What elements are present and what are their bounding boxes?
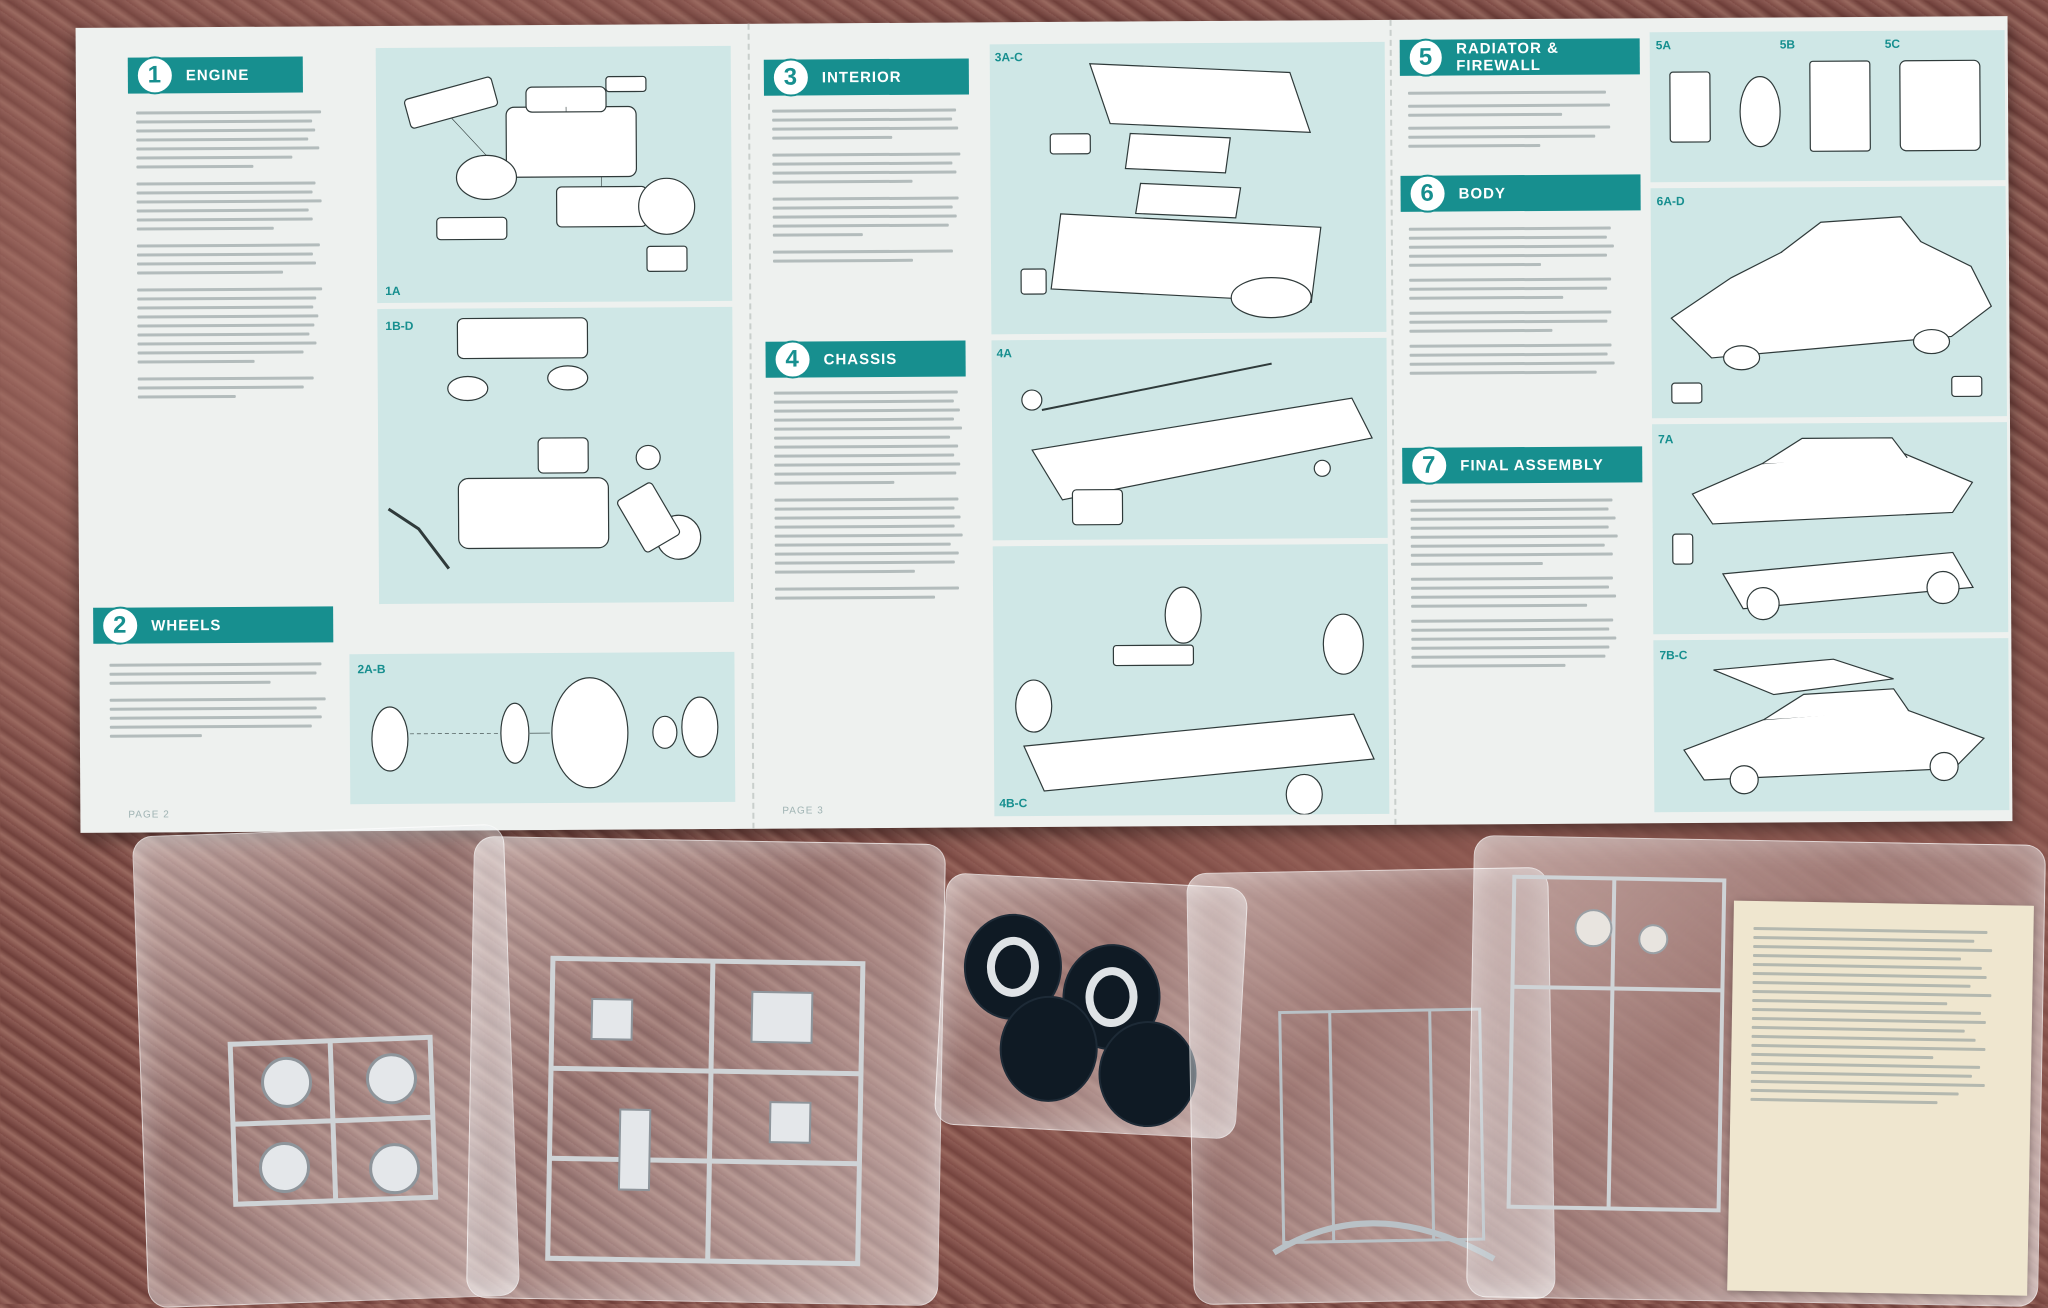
step-title: RADIATOR & FIREWALL: [1456, 39, 1640, 74]
engine-diagram-1a: 1A: [376, 46, 733, 303]
instruction-page-2: 1 ENGINE: [76, 24, 751, 833]
engine-exploded-drawing: [376, 46, 733, 303]
page-number: PAGE 2: [128, 809, 169, 820]
diagram-label: 4A: [997, 346, 1012, 360]
step-title: CHASSIS: [824, 350, 898, 367]
diagram-label: 4B-C: [999, 796, 1027, 810]
step-header-wheels: 2 WHEELS: [93, 606, 333, 643]
diagram-label: 7A: [1658, 432, 1673, 446]
final-assembly-instructions: [1410, 492, 1631, 673]
engine-assembly-drawing: [377, 307, 734, 604]
diagram-label: 2A-B: [357, 662, 385, 676]
page-number: PAGE 3: [782, 805, 823, 816]
final-diagram-7b-c: 7B-C: [1653, 638, 2009, 812]
warning-label-paper: [1727, 901, 2034, 1296]
step-header-final-assembly: 7 FINAL ASSEMBLY: [1402, 446, 1642, 483]
car-body-drawing: [1651, 186, 2007, 418]
step-title: BODY: [1459, 185, 1506, 202]
step-header-radiator-firewall: 5 RADIATOR & FIREWALL: [1400, 38, 1640, 75]
wheels-diagram-2a-b: 2A-B: [349, 652, 735, 804]
diagram-label: 1A: [385, 284, 400, 298]
step-title: ENGINE: [186, 66, 250, 83]
step-number: 6: [1408, 175, 1446, 213]
step-number: 4: [773, 340, 811, 378]
instruction-page-3: 3 INTERIOR 4 CHASSIS: [748, 20, 1395, 829]
wheels-instructions: [109, 656, 340, 743]
interior-exploded-drawing: [990, 42, 1387, 334]
step-number: 2: [101, 607, 139, 645]
warning-bag: [1466, 835, 2046, 1307]
radiator-firewall-drawing: [1650, 30, 2006, 182]
final-diagram-7a: 7A: [1652, 422, 2008, 634]
step-header-engine: 1 ENGINE: [128, 57, 303, 94]
chassis-frame-drawing: [991, 338, 1387, 540]
step-title: WHEELS: [151, 617, 221, 634]
instruction-page-4: 5 RADIATOR & FIREWALL 6 BODY 7 FINAL ASS…: [1390, 16, 2015, 825]
diagram-label: 5B: [1780, 37, 1795, 51]
step-number: 3: [772, 58, 810, 96]
chassis-diagram-4b-c: 4B-C: [993, 544, 1390, 816]
diagram-label: 3A-C: [995, 50, 1023, 64]
diagram-label: 6A-D: [1657, 194, 1685, 208]
interior-instructions: [772, 102, 973, 268]
step-header-body: 6 BODY: [1400, 174, 1640, 211]
instruction-sheet: 1 ENGINE: [76, 16, 2013, 833]
step-header-interior: 3 INTERIOR: [764, 58, 969, 95]
final-car-hood-drawing: [1653, 638, 2009, 812]
chassis-diagram-4a: 4A: [991, 338, 1387, 540]
diagram-label: 5A: [1656, 38, 1671, 52]
step-number: 7: [1410, 447, 1448, 485]
body-instructions: [1409, 220, 1630, 380]
step-title: INTERIOR: [822, 68, 902, 85]
step-number: 1: [136, 56, 174, 94]
interior-diagram-3a-c: 3A-C: [990, 42, 1387, 334]
radiator-instructions: [1408, 84, 1628, 153]
chrome-parts-sprue: [467, 837, 945, 1305]
diagram-label: 5C: [1885, 37, 1900, 51]
engine-instructions: [136, 104, 333, 404]
chrome-sprue-bag: [466, 836, 946, 1306]
engine-diagram-1b-d: 1B-D: [377, 307, 734, 604]
diagram-label: 1B-D: [385, 319, 413, 333]
wheel-exploded-drawing: [349, 652, 735, 804]
final-car-drawing: [1652, 422, 2008, 634]
chassis-wheels-drawing: [993, 544, 1390, 816]
diagram-label: 7B-C: [1659, 648, 1687, 662]
chrome-wheel-sprue: [133, 825, 519, 1308]
radiator-diagram-5a-c: 5A 5B 5C: [1650, 30, 2006, 182]
step-title: FINAL ASSEMBLY: [1460, 456, 1604, 474]
step-header-chassis: 4 CHASSIS: [765, 340, 965, 377]
chassis-instructions: [774, 384, 975, 605]
step-number: 5: [1408, 39, 1445, 77]
body-diagram-6a-d: 6A-D: [1651, 186, 2007, 418]
chrome-wheels-bag: [132, 824, 520, 1308]
